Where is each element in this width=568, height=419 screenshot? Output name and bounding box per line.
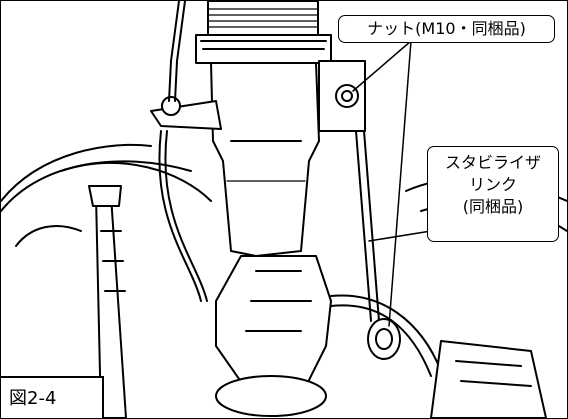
strut-body: [210, 62, 320, 257]
knuckle: [215, 255, 332, 417]
stabilizer-link-rod: [355, 130, 401, 360]
tie-rod: [60, 162, 212, 418]
leader-lines: [352, 40, 432, 327]
nut-bolt: [318, 60, 366, 132]
stabilizer-link-callout-line3: (同梱品): [462, 197, 524, 216]
figure-label: 図2-4: [1, 376, 104, 418]
coil-spring: [195, 1, 332, 64]
nut-callout: ナット(M10・同梱品): [338, 15, 555, 43]
brake-hose-bracket: [150, 1, 222, 302]
stabilizer-link-callout: スタビライザ リンク (同梱品): [427, 146, 559, 242]
stabilizer-link-callout-line1: スタビライザ: [444, 153, 541, 172]
stabilizer-link-callout-line2: リンク: [468, 175, 517, 194]
stabilizer-bar: [330, 294, 547, 418]
